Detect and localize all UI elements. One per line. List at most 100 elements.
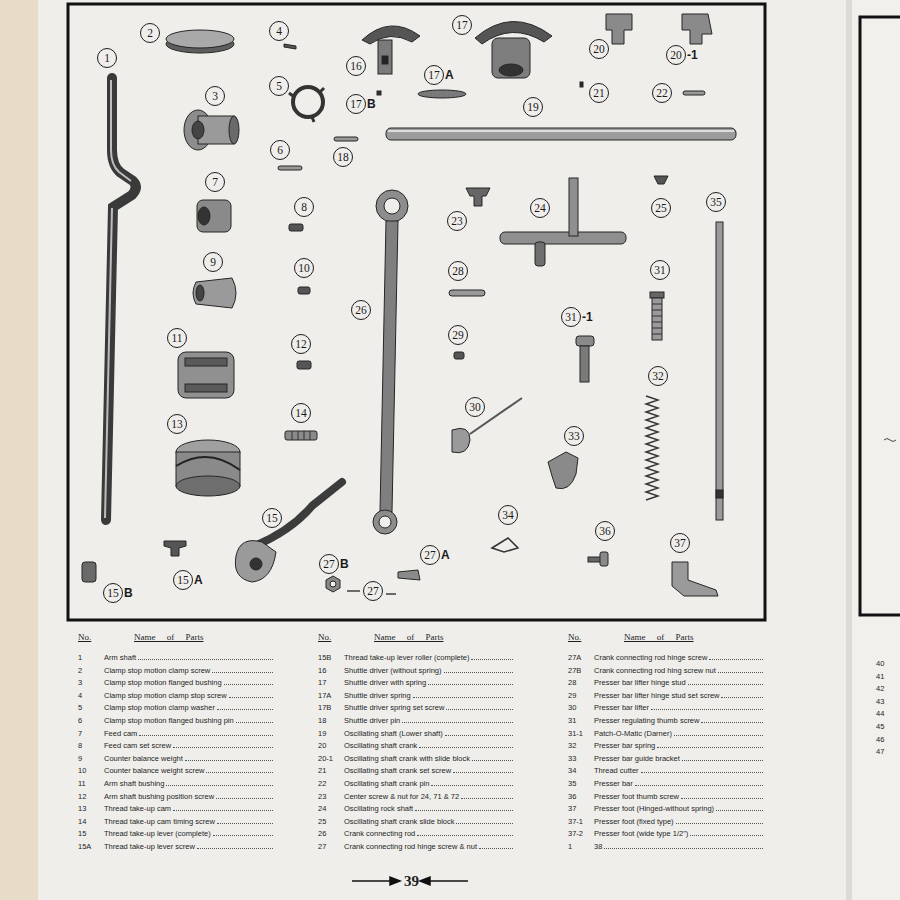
dot-leader (721, 697, 763, 698)
dot-leader (453, 772, 513, 773)
callout-number: 18 (333, 147, 353, 167)
part-drawing (492, 538, 518, 552)
part-number: 22 (318, 778, 326, 789)
part-drawing (284, 44, 296, 49)
part-drawing (373, 510, 397, 534)
callout-circle: 24 (530, 198, 550, 218)
part-drawing (82, 14, 736, 596)
part-drawing (164, 541, 186, 556)
part-drawing (330, 581, 336, 587)
callout-number: 1 (97, 48, 117, 68)
part-name: Thread take-up lever screw (104, 841, 197, 852)
callout-number: 10 (294, 258, 314, 278)
part-drawing (378, 40, 392, 74)
part-name: Crank connecting rod (344, 828, 417, 839)
table-row: Oscillating shaft crank with slide block (344, 753, 513, 764)
dot-leader (709, 659, 763, 660)
part-name: Clamp stop motion clamp screw (104, 665, 212, 676)
part-drawing (884, 439, 896, 442)
table-row: Counter balance weight (104, 753, 273, 764)
part-drawing (388, 130, 734, 132)
part-number: 40 (876, 658, 884, 669)
part-drawing (347, 590, 360, 591)
part-drawing (606, 14, 632, 44)
part-drawing (250, 482, 342, 548)
dot-leader (217, 823, 273, 824)
dot-leader (718, 672, 763, 673)
dot-leader (431, 785, 513, 786)
dot-leader (461, 798, 513, 799)
callout-circle: 27 (319, 554, 339, 574)
callout-suffix: -1 (687, 48, 698, 62)
part-name: Thread cutter (594, 765, 641, 776)
callout-circle: 29 (448, 325, 468, 345)
dot-leader (688, 684, 763, 685)
callout-number: 15B (103, 583, 133, 603)
part-drawing (292, 431, 310, 440)
part-name: Thread take-up cam (104, 803, 173, 814)
callout-number: 17B (346, 94, 376, 114)
part-name: Crank connecting rod hing screw nut (594, 665, 718, 676)
callout-circle: 26 (351, 300, 371, 320)
callout-circle: 11 (167, 328, 187, 348)
dot-leader (213, 835, 273, 836)
dot-leader (173, 747, 273, 748)
callout-circle: 21 (589, 83, 609, 103)
part-number: 29 (568, 690, 576, 701)
dot-leader (173, 810, 273, 811)
part-drawing (576, 336, 594, 346)
callout-number: 2 (140, 23, 160, 43)
part-drawing (178, 352, 234, 398)
part-drawing (398, 570, 420, 580)
part-number: 5 (78, 702, 82, 713)
part-name: Presser bar spring (594, 740, 657, 751)
part-name: Patch-O-Matic (Darner) (594, 728, 674, 739)
table-row: Clamp stop motion flanged bushing pin (104, 715, 273, 726)
callout-circle: 34 (498, 505, 518, 525)
part-name: Feed cam (104, 728, 139, 739)
part-name: Thread take-up cam timing screw (104, 816, 217, 827)
part-name: Arm shaft (104, 652, 138, 663)
callout-circle: 19 (523, 97, 543, 117)
part-number: 47 (876, 746, 884, 757)
part-drawing (185, 358, 227, 366)
dot-leader (635, 785, 763, 786)
callout-suffix: A (441, 548, 450, 562)
part-drawing (298, 287, 310, 294)
table-row: Counter balance weight screw (104, 765, 273, 776)
callout-suffix: -1 (582, 310, 593, 324)
table-row: Oscillating rock shaft (344, 803, 513, 814)
part-drawing (192, 121, 204, 139)
part-number: 18 (318, 715, 326, 726)
part-drawing (185, 384, 227, 392)
part-name: Oscillating rock shaft (344, 803, 415, 814)
dot-leader (604, 848, 763, 849)
part-drawing (852, 0, 900, 900)
callout-number: 14 (291, 403, 311, 423)
part-drawing (250, 558, 262, 570)
callout-number: 33 (564, 426, 584, 446)
dot-leader (216, 798, 273, 799)
callout-circle: 37 (670, 533, 690, 553)
callout-number: 17 (452, 15, 472, 35)
callout-number: 21 (589, 83, 609, 103)
callout-number: 37 (670, 533, 690, 553)
callout-number: 31 (650, 260, 670, 280)
part-number: 6 (78, 715, 82, 726)
table-row: Feed cam set screw (104, 740, 273, 751)
column-header: Name of Parts (624, 632, 694, 642)
callout-number: 17A (424, 65, 454, 85)
table-row: Clamp stop motion clamp washer (104, 702, 273, 713)
table-row: Patch-O-Matic (Darner) (594, 728, 763, 739)
part-number: 2 (78, 665, 82, 676)
table-row: Thread take-up cam timing screw (104, 816, 273, 827)
callout-number: 22 (652, 83, 672, 103)
callout-circle: 2 (140, 23, 160, 43)
callout-number: 19 (523, 97, 543, 117)
dot-leader (641, 772, 763, 773)
part-number: 21 (318, 765, 326, 776)
table-row: Arm shaft bushing position screw (104, 791, 273, 802)
part-name: Shuttle driver with spring (344, 677, 428, 688)
part-number: 27B (568, 665, 581, 676)
